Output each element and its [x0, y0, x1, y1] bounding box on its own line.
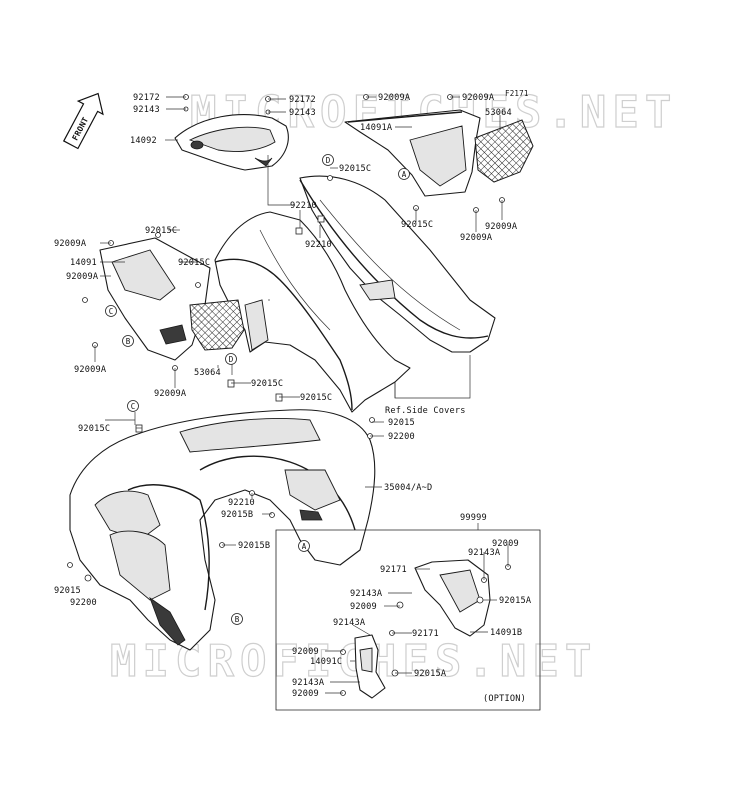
ref-marker-A1: A: [398, 168, 410, 180]
ref-marker-A2: A: [298, 540, 310, 552]
part-label: 92015: [54, 586, 81, 596]
figure-id: F2171: [505, 89, 529, 98]
option-label: (OPTION): [483, 694, 526, 704]
option-group-code: 99999: [460, 513, 487, 523]
part-label: 14091B: [490, 628, 522, 638]
part-label: 92009A: [378, 93, 411, 103]
ref-marker-D2: D: [225, 353, 237, 365]
side-cover-14091A: [344, 109, 481, 197]
part-label: 53064: [485, 108, 512, 118]
part-label: 92143A: [350, 589, 383, 599]
part-label: 92015C: [145, 226, 177, 236]
left-front-fender: [214, 211, 411, 413]
part-label: 92143A: [333, 618, 366, 628]
part-label: 92015C: [78, 424, 110, 434]
side-cover-14091: [99, 237, 211, 361]
part-label: 92200: [70, 598, 97, 608]
part-label: 92143A: [292, 678, 325, 688]
part-labels: 92172 92143 92172 92143 14092 92009A 920…: [54, 93, 532, 699]
ref-marker-B2: B: [231, 613, 243, 625]
part-label: 92172: [133, 93, 160, 103]
ref-marker-A2-label: A: [302, 542, 307, 551]
part-label: 92009A: [485, 222, 518, 232]
part-label: 92009: [292, 647, 319, 657]
grill-53064-right: [474, 119, 534, 183]
part-label: 92015C: [251, 379, 283, 389]
part-label: 92171: [380, 565, 407, 575]
part-label: 92015B: [238, 541, 270, 551]
grill-53064-left: [189, 299, 245, 351]
ref-marker-B1: B: [122, 335, 134, 347]
part-label: 92009: [492, 539, 519, 549]
part-label: 92143: [133, 105, 160, 115]
part-label: 92009A: [66, 272, 99, 282]
part-label: 92009: [292, 689, 319, 699]
part-label: 92143: [289, 108, 316, 118]
part-label: 92015B: [221, 510, 253, 520]
part-label: 92015: [388, 418, 415, 428]
part-label: 14091A: [360, 123, 393, 133]
ref-marker-B2-label: B: [235, 615, 240, 624]
part-label: 92210: [228, 498, 255, 508]
ref-marker-C1-label: C: [109, 307, 114, 316]
ref-marker-D1-label: D: [326, 156, 331, 165]
part-label: 92015C: [178, 258, 210, 268]
part-label: 14092: [130, 136, 157, 146]
part-label: 53064: [194, 368, 221, 378]
ref-marker-A1-label: A: [402, 170, 407, 179]
handlebar-cover-14092: [174, 114, 289, 171]
part-label: 35004/A~D: [384, 483, 432, 493]
part-label: 92172: [289, 95, 316, 105]
part-label: 92015C: [401, 220, 433, 230]
part-label: 92015A: [499, 596, 532, 606]
part-label: 92009A: [462, 93, 495, 103]
part-label: 92210: [290, 201, 317, 211]
ref-marker-C2-label: C: [131, 402, 136, 411]
part-label: 92015A: [414, 669, 447, 679]
front-arrow-icon: FRONT: [62, 92, 104, 150]
part-label: 92143A: [468, 548, 501, 558]
ref-marker-B1-label: B: [126, 337, 131, 346]
part-label: 92015C: [300, 393, 332, 403]
leader-lines: [94, 96, 509, 694]
part-label: 92200: [388, 432, 415, 442]
ref-marker-D1: D: [322, 154, 334, 166]
part-label: 92210: [305, 240, 332, 250]
ref-marker-C2: C: [127, 400, 139, 412]
ref-side-covers-note: Ref.Side Covers: [385, 406, 466, 416]
part-label: 14091: [70, 258, 97, 268]
part-label: 92009: [350, 602, 377, 612]
part-label: 92171: [412, 629, 439, 639]
part-label: 92015C: [339, 164, 371, 174]
part-label: 92009A: [460, 233, 493, 243]
part-label: 92009A: [54, 239, 87, 249]
ref-marker-C1: C: [105, 305, 117, 317]
rear-fender-35004: [69, 409, 376, 651]
ref-marker-D2-label: D: [229, 355, 234, 364]
part-label: 92009A: [154, 389, 187, 399]
part-label: 92009A: [74, 365, 107, 375]
part-label: 14091C: [310, 657, 342, 667]
